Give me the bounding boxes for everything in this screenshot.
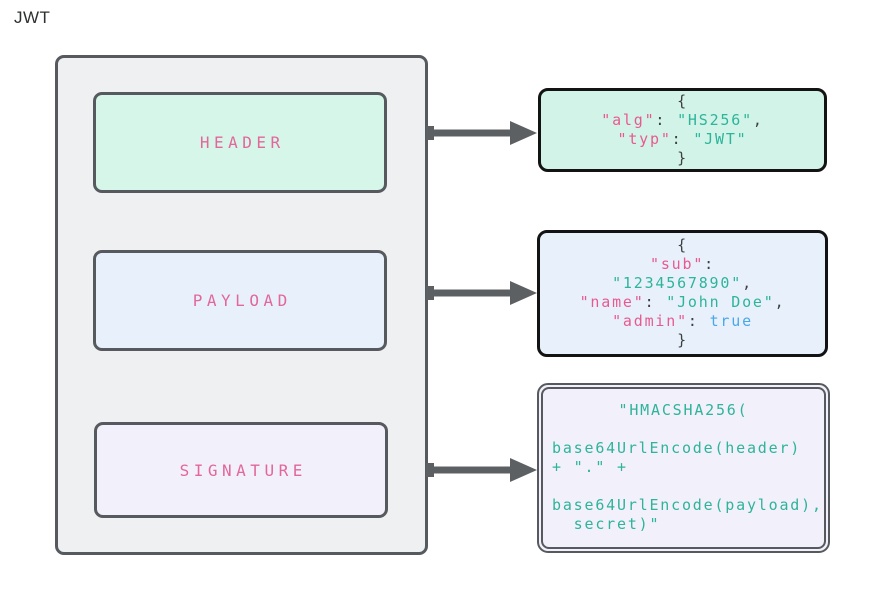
payload-label: PAYLOAD bbox=[192, 291, 292, 310]
header-label-box: HEADER bbox=[93, 92, 387, 193]
payload-code: {"sub":"1234567890","name": "John Doe","… bbox=[579, 236, 786, 349]
signature-label-box: SIGNATURE bbox=[94, 422, 388, 518]
header-code-box: {"alg": "HS256","typ": "JWT"} bbox=[538, 88, 827, 172]
signature-code-box-inner: "HMACSHA256( base64UrlEncode(header)+ ".… bbox=[541, 387, 826, 549]
signature-arrow-icon bbox=[426, 458, 537, 482]
payload-label-box: PAYLOAD bbox=[93, 250, 387, 351]
signature-label: SIGNATURE bbox=[179, 460, 307, 480]
header-label: HEADER bbox=[199, 133, 285, 152]
diagram-title: JWT bbox=[14, 8, 51, 27]
header-code: {"alg": "HS256","typ": "JWT"} bbox=[601, 92, 764, 167]
payload-code-box: {"sub":"1234567890","name": "John Doe","… bbox=[537, 230, 828, 357]
header-arrow-icon bbox=[426, 121, 537, 145]
signature-code-box: "HMACSHA256( base64UrlEncode(header)+ ".… bbox=[537, 383, 830, 553]
payload-arrow-icon bbox=[426, 281, 537, 305]
signature-code: "HMACSHA256( base64UrlEncode(header)+ ".… bbox=[552, 401, 823, 533]
